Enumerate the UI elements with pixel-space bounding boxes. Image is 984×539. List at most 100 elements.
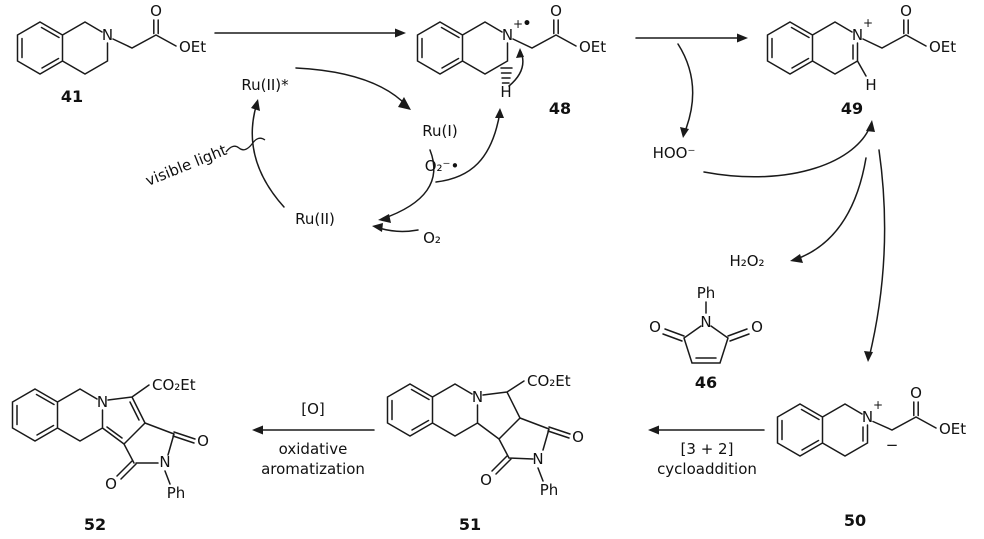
arrowhead bbox=[790, 254, 803, 263]
cycle-arc-ru2star-to-ru1 bbox=[295, 67, 408, 107]
superoxide-label: O₂⁻• bbox=[425, 157, 460, 175]
compound-number: 48 bbox=[549, 99, 571, 118]
photon-squiggle bbox=[225, 137, 266, 153]
bond-lines bbox=[16, 19, 177, 75]
imide-nitrogen-label: N bbox=[532, 450, 543, 468]
compound-52: N CO₂Et O O N Ph 52 bbox=[11, 376, 209, 534]
oxygen-left-label: O bbox=[649, 318, 661, 336]
compound-number: 41 bbox=[61, 87, 83, 106]
carbonyl-oxygen-label: O bbox=[910, 384, 922, 402]
plus-charge: + bbox=[513, 17, 523, 31]
imide-nitrogen-label: N bbox=[159, 453, 170, 471]
ethoxy-label: OEt bbox=[939, 420, 966, 438]
bond-lines bbox=[776, 401, 937, 457]
arrow-50-to-51 bbox=[648, 425, 765, 435]
compound-49: N + H O OEt 49 bbox=[766, 2, 956, 118]
arrowhead bbox=[864, 351, 873, 362]
compound-41: N O OEt 41 bbox=[16, 2, 206, 106]
hydrogen-peroxide-label: H₂O₂ bbox=[729, 252, 764, 270]
cycloaddition-step-labels: [3 + 2] cycloaddition bbox=[657, 440, 757, 478]
nitrogen-label: N bbox=[700, 313, 711, 331]
arrowhead bbox=[866, 120, 875, 132]
oxidation-word1: oxidative bbox=[279, 440, 348, 458]
ethoxy-label: OEt bbox=[929, 38, 956, 56]
carbonyl-oxygen-label: O bbox=[900, 2, 912, 20]
curved-arrow bbox=[868, 149, 886, 359]
ester-label: CO₂Et bbox=[527, 372, 571, 390]
curved-arrow bbox=[677, 43, 694, 135]
arrow-49-to-50 bbox=[864, 149, 886, 362]
cycloaddition-bracket: [3 + 2] bbox=[681, 440, 734, 458]
excited-catalyst-label: Ru(II)* bbox=[241, 76, 289, 94]
oxygen-right-label: O bbox=[572, 428, 584, 446]
nitrogen-label: N bbox=[502, 26, 513, 44]
arrowhead bbox=[372, 223, 383, 232]
ring-nitrogen-label: N bbox=[472, 388, 483, 406]
arrow-branch-hoo bbox=[677, 43, 694, 138]
oxygen-left-label: O bbox=[480, 471, 492, 489]
oxidation-word2: aromatization bbox=[261, 460, 365, 478]
curved-arrow bbox=[703, 123, 872, 178]
cycle-arc-ru2-to-ru2star bbox=[251, 102, 285, 208]
oxygen-label: O₂ bbox=[423, 229, 441, 247]
nitrogen-label: N bbox=[862, 408, 873, 426]
oxidation-step-labels: [O] oxidative aromatization bbox=[261, 400, 365, 478]
arrowhead bbox=[378, 214, 391, 223]
bond-lines bbox=[386, 380, 571, 482]
arrow-hoo-to-49 bbox=[703, 120, 875, 178]
plus-charge: + bbox=[863, 16, 873, 30]
hashed-wedge-bond bbox=[500, 67, 513, 84]
curved-arrow bbox=[793, 157, 867, 261]
arrowhead bbox=[252, 425, 263, 435]
compound-number: 46 bbox=[695, 373, 717, 392]
radical-dot: • bbox=[523, 16, 532, 32]
ester-label: CO₂Et bbox=[152, 376, 196, 394]
arrowhead bbox=[398, 97, 411, 110]
bond-lines bbox=[766, 19, 927, 77]
bond-lines bbox=[662, 301, 750, 364]
bond-lines bbox=[416, 19, 577, 75]
ethoxy-label: OEt bbox=[579, 38, 606, 56]
phenyl-label: Ph bbox=[540, 481, 559, 499]
arrowhead bbox=[737, 33, 748, 43]
arrow-51-to-52 bbox=[252, 425, 375, 435]
plus-charge: + bbox=[873, 398, 883, 412]
compound-46: Ph N O O 46 bbox=[649, 284, 763, 392]
compound-number: 51 bbox=[459, 515, 481, 534]
nitrogen-label: N bbox=[102, 26, 113, 44]
cycloaddition-word: cycloaddition bbox=[657, 460, 757, 478]
oxygen-right-label: O bbox=[751, 318, 763, 336]
phenyl-label: Ph bbox=[167, 484, 186, 502]
catalytic-cycle: Ru(II)* Ru(I) Ru(II) O₂ O₂⁻• visible lig… bbox=[143, 67, 504, 247]
arrow-41-to-48 bbox=[214, 28, 406, 38]
arrow-h2o2-release bbox=[790, 157, 867, 263]
carbonyl-oxygen-label: O bbox=[150, 2, 162, 20]
arrowhead bbox=[395, 28, 406, 38]
oxygen-right-label: O bbox=[197, 432, 209, 450]
compound-number: 49 bbox=[841, 99, 863, 118]
arrowhead bbox=[251, 99, 260, 111]
carbonyl-oxygen-label: O bbox=[550, 2, 562, 20]
arrowhead bbox=[495, 108, 504, 118]
arrow-48-to-49 bbox=[635, 33, 748, 43]
superoxide-out-arc bbox=[435, 111, 501, 183]
reduced-catalyst-label: Ru(I) bbox=[422, 122, 457, 140]
oxygen-left-label: O bbox=[105, 475, 117, 493]
compound-number: 52 bbox=[84, 515, 106, 534]
ring-nitrogen-label: N bbox=[97, 393, 108, 411]
visible-light-label: visible light bbox=[143, 141, 230, 190]
compound-51: N CO₂Et O O N Ph 51 bbox=[386, 372, 584, 534]
phenyl-label: Ph bbox=[697, 284, 716, 302]
oxidant-bracket: [O] bbox=[301, 400, 325, 418]
arrowhead bbox=[516, 48, 524, 58]
ethoxy-label: OEt bbox=[179, 38, 206, 56]
compound-50: N + − O OEt 50 bbox=[776, 384, 966, 530]
cycle-arc-ru1-to-ru2 bbox=[381, 149, 435, 220]
bond-lines bbox=[11, 384, 196, 485]
nitrogen-label: N bbox=[852, 26, 863, 44]
ground-catalyst-label: Ru(II) bbox=[295, 210, 335, 228]
arrowhead bbox=[648, 425, 659, 435]
arrowhead bbox=[680, 127, 689, 138]
